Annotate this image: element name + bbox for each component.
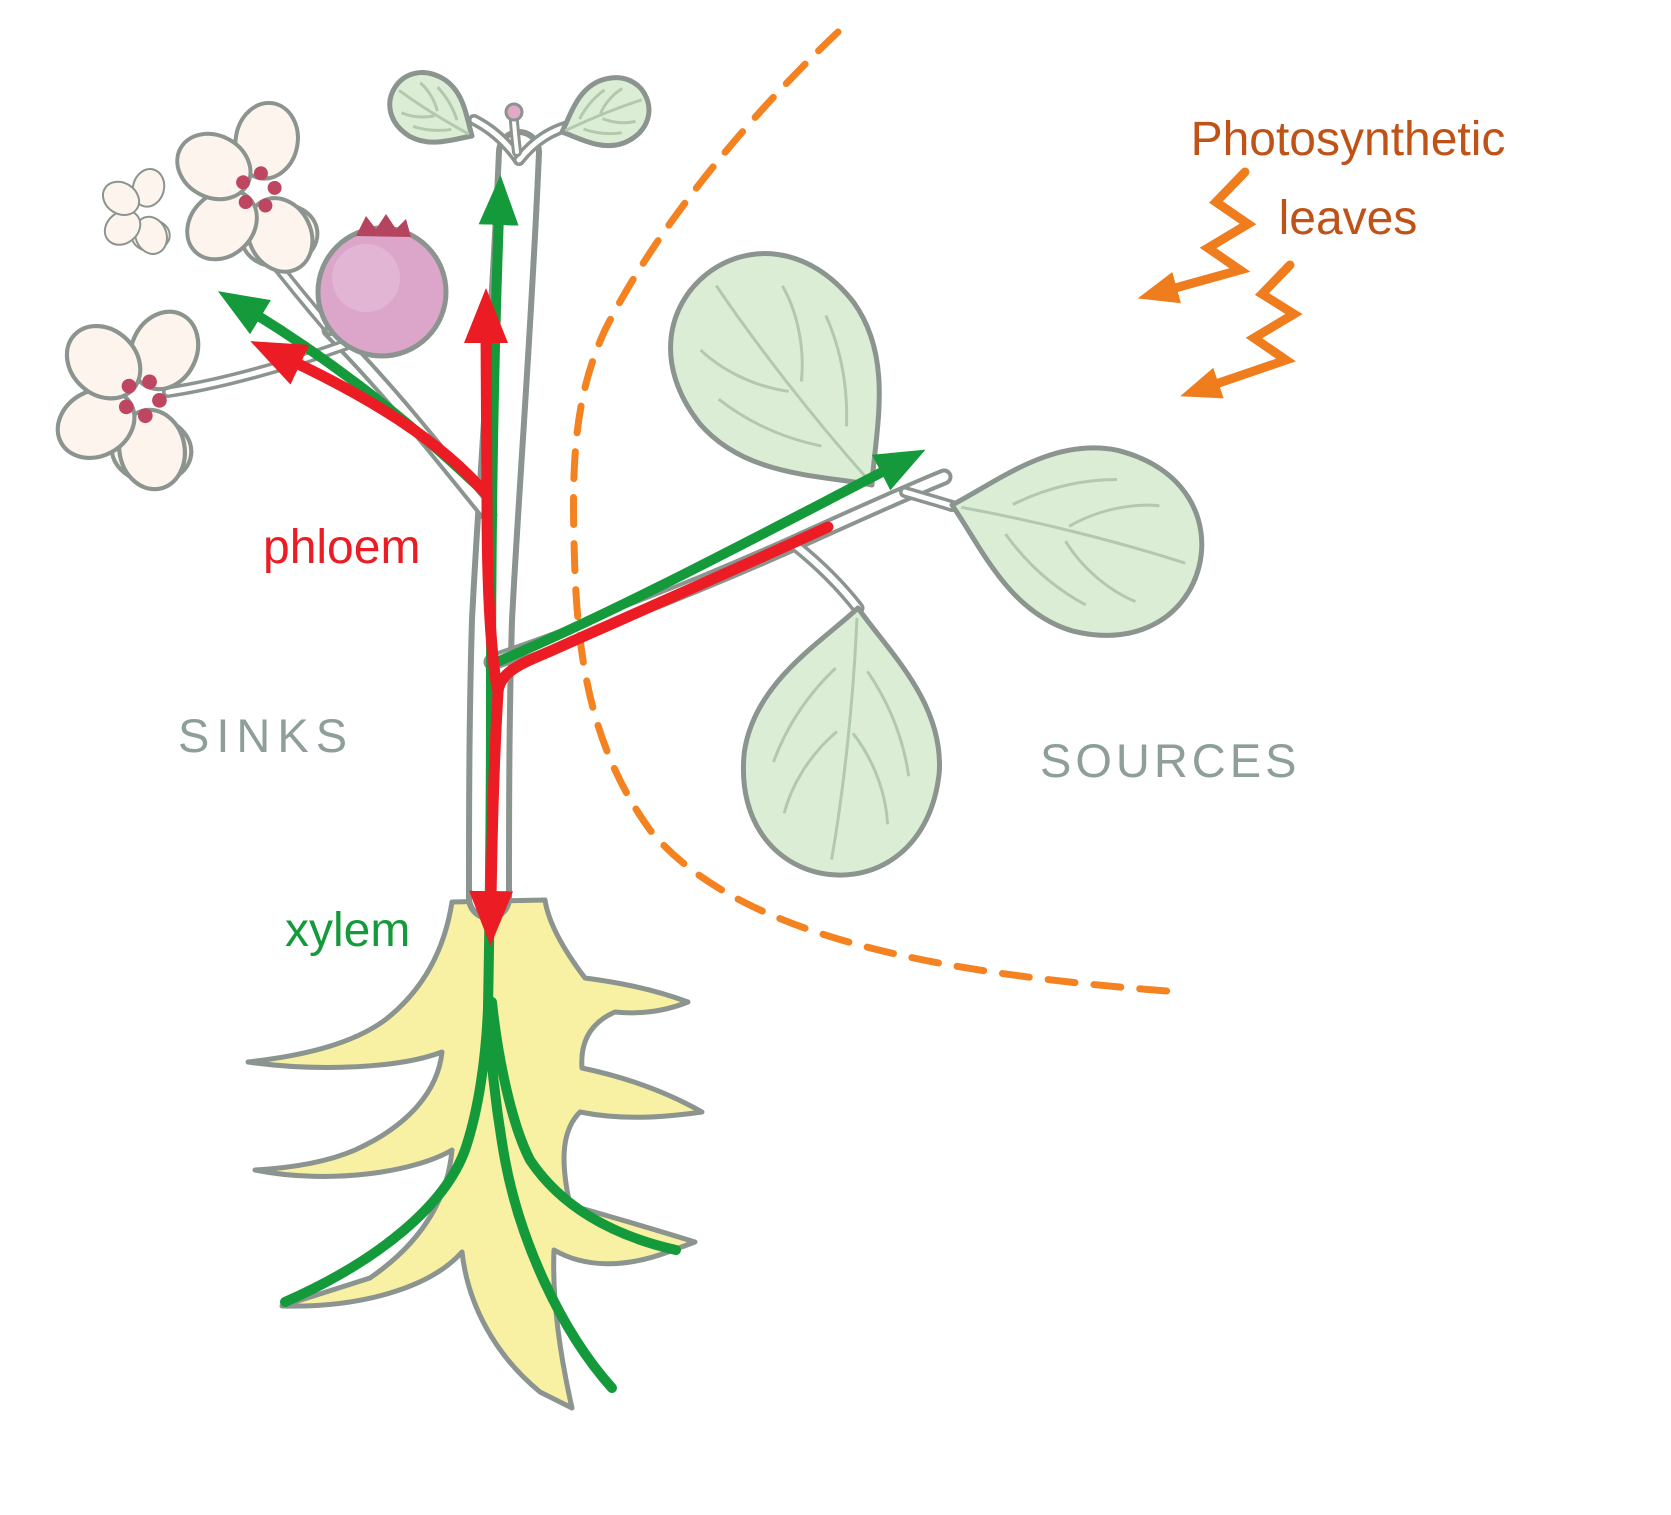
flower-upper: [148, 85, 351, 294]
sinks-label: SINKS: [178, 709, 355, 762]
photosynthetic-leaves-label-line1: Photosynthetic: [1190, 113, 1506, 166]
fruit: [315, 214, 449, 359]
photosynthetic-leaves-label: Photosynthetic leaves: [1128, 100, 1568, 258]
phloem-arrows: [250, 288, 834, 946]
xylem-label: xylem: [285, 904, 411, 957]
big-leaf-lower: [733, 598, 956, 885]
shoot-bud: [504, 102, 524, 122]
phloem-label: phloem: [263, 521, 421, 574]
sunlight-zigzag-icon: [1137, 167, 1303, 399]
source-sink-divider-dashed-line: [570, 28, 1184, 996]
root-system: [245, 897, 705, 1411]
flower-lower: [14, 273, 255, 517]
photosynthetic-leaves-label-line2: leaves: [1278, 192, 1418, 246]
sources-label: SOURCES: [1040, 734, 1301, 787]
flower-bud: [84, 156, 192, 267]
small-leaf-left: [376, 58, 491, 166]
small-leaf-right: [548, 66, 660, 164]
flower-cluster: [14, 85, 351, 517]
big-leaf-right: [929, 415, 1221, 657]
fruit-calyx: [356, 214, 411, 237]
